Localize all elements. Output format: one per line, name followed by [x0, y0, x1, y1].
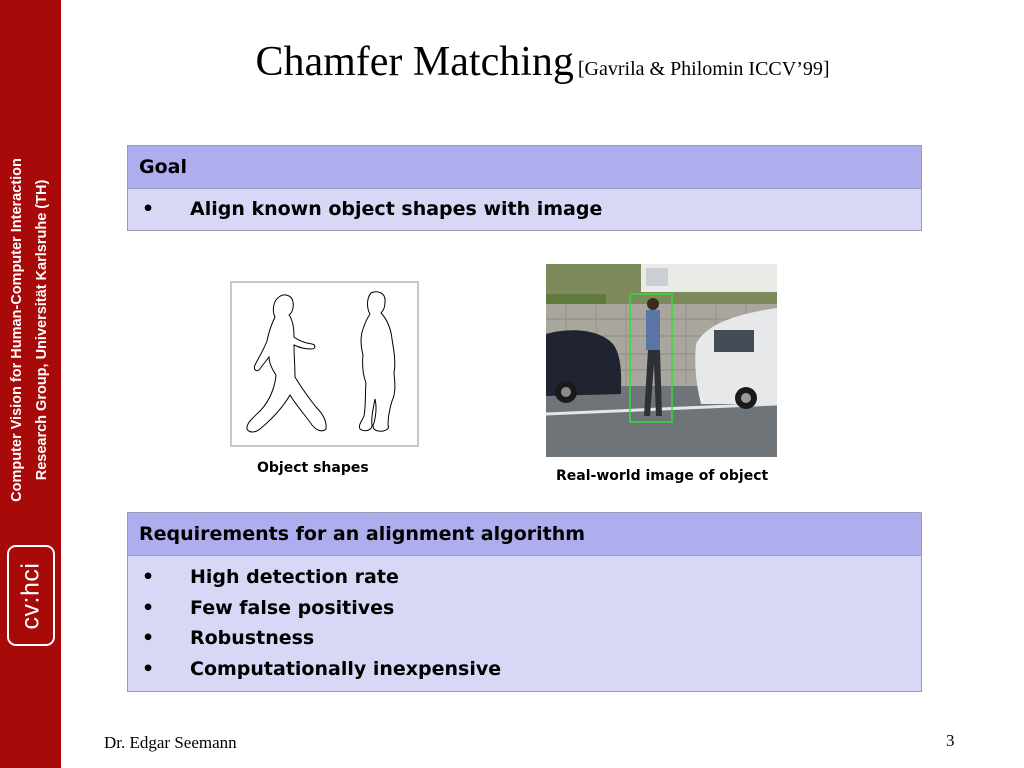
requirement-item-text: Few false positives [190, 596, 395, 619]
footer-author: Dr. Edgar Seemann [104, 733, 237, 752]
sidebar: Computer Vision for Human-Computer Inter… [0, 0, 61, 768]
title-main: Chamfer Matching [255, 39, 574, 85]
logo-text: cv:hci [16, 562, 45, 629]
list-item: • Robustness [128, 623, 921, 654]
title-citation: [Gavrila & Philomin ICCV’99] [577, 58, 830, 80]
list-item: • Computationally inexpensive [128, 654, 921, 685]
bullet-icon: • [142, 627, 155, 649]
object-shapes-drawing [246, 291, 396, 433]
sidebar-affiliation: Computer Vision for Human-Computer Inter… [5, 120, 55, 540]
requirement-item-text: High detection rate [190, 566, 399, 588]
list-item: • Align known object shapes with image [128, 194, 921, 225]
bullet-icon: • [142, 596, 155, 619]
bullet-icon: • [142, 198, 155, 220]
bullet-icon: • [142, 566, 155, 588]
sidebar-line-1: Computer Vision for Human-Computer Inter… [9, 158, 25, 502]
shapes-caption: Object shapes [257, 460, 369, 476]
requirements-list: • High detection rate • Few false positi… [128, 556, 921, 691]
requirements-box: Requirements for an alignment algorithm … [127, 512, 922, 692]
standing-silhouette [359, 291, 396, 432]
requirements-heading: Requirements for an alignment algorithm [128, 513, 921, 556]
goal-heading: Goal [128, 146, 921, 189]
bullet-icon: • [142, 657, 155, 680]
detection-box [629, 293, 673, 423]
slide-title: Chamfer Matching [Gavrila & Philomin ICC… [61, 38, 1024, 86]
goal-list: • Align known object shapes with image [128, 189, 921, 230]
requirement-item-text: Computationally inexpensive [190, 657, 502, 680]
page-number: 3 [946, 731, 955, 750]
walking-silhouette [246, 294, 327, 433]
photo-caption: Real-world image of object [556, 468, 769, 484]
requirement-item-text: Robustness [190, 627, 315, 649]
list-item: • Few false positives [128, 593, 921, 624]
object-shapes-figure [230, 281, 419, 447]
street-scene [546, 264, 777, 457]
list-item: • High detection rate [128, 562, 921, 593]
real-world-photo [546, 264, 777, 457]
goal-item-text: Align known object shapes with image [190, 198, 603, 220]
cvhci-logo: cv:hci [7, 545, 55, 646]
sidebar-line-2: Research Group, Universität Karlsruhe (T… [34, 179, 50, 481]
goal-box: Goal • Align known object shapes with im… [127, 145, 922, 231]
